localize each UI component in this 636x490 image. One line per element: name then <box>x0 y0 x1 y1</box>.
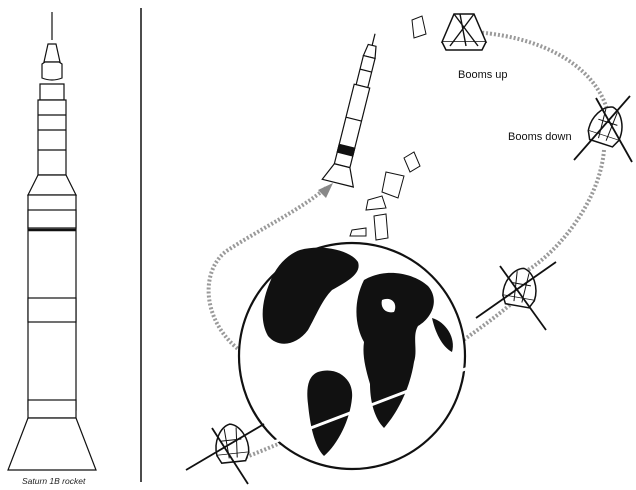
label-booms-up: Booms up <box>458 69 508 81</box>
earth-globe-icon <box>239 243 465 469</box>
saturn-1b-rocket-icon <box>8 12 96 470</box>
label-booms-down: Booms down <box>508 131 572 143</box>
satellite-icon <box>186 422 264 484</box>
rocket-caption: Saturn 1B rocket <box>22 476 86 486</box>
launch-rocket-icon <box>322 30 390 187</box>
debris-fragments <box>350 16 426 240</box>
satellite-icon <box>442 14 486 50</box>
satellite-icon <box>476 262 556 330</box>
satellite-icon <box>574 96 632 162</box>
path-arrow <box>318 183 333 198</box>
